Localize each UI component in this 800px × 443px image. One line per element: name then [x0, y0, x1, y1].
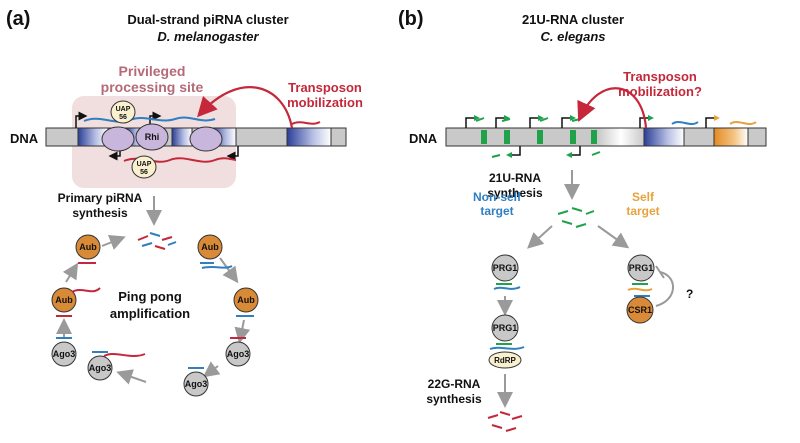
aub-top-right: Aub	[197, 234, 233, 269]
inhibition-curve	[655, 271, 674, 307]
dna-bar-b-outline	[445, 127, 767, 147]
pingpong-line1: Ping pong	[118, 289, 182, 304]
panel-a: (a) Dual-strand piRNA cluster D. melanog…	[6, 8, 363, 397]
panel-b: (b) 21U-RNA cluster C. elegans Transposo…	[398, 8, 767, 432]
dna-fade-b	[598, 128, 644, 146]
ago3-bottom-left: Ago3	[87, 351, 146, 381]
transposon-transcript-b	[671, 121, 699, 125]
rhi-label: Rhi	[145, 132, 160, 142]
question-mark: ?	[686, 287, 693, 301]
privileged-label-line1: Privileged	[119, 63, 186, 79]
transposon-mobilization-arrow-a	[197, 86, 294, 129]
22g-synthesis-line1: 22G-RNA	[428, 377, 481, 391]
21u-synthesis-line2: synthesis	[487, 186, 543, 200]
transposon-b-line1: Transposon	[623, 69, 697, 84]
prg1-self: PRG1	[627, 254, 655, 292]
inhibition-bar	[655, 265, 665, 279]
ago3-right: Ago3	[225, 337, 251, 367]
prg1-nonself: PRG1	[491, 254, 521, 290]
ago3-left: Ago3	[51, 337, 77, 367]
panel-b-label: (b)	[398, 8, 424, 30]
cycle-arrow-7	[62, 262, 79, 283]
rhi-complex-left	[101, 126, 135, 152]
uap56-bottom-label2: 56	[140, 169, 148, 176]
panel-a-title: Dual-strand piRNA cluster	[127, 12, 288, 27]
sense-transcript	[83, 116, 216, 123]
prg1-rdrp-complex: PRG1 RdRP	[488, 314, 525, 369]
21u-transcripts	[475, 117, 601, 158]
primary-synthesis-line2: synthesis	[72, 206, 128, 220]
ago3-label: Ago3	[53, 349, 76, 359]
cycle-arrow-1	[101, 235, 126, 250]
uap56-bottom	[131, 155, 157, 179]
aub-label: Aub	[237, 295, 255, 305]
transposon-insert-a	[286, 127, 332, 147]
dna-label-a: DNA	[10, 131, 39, 146]
ago3-label: Ago3	[227, 349, 250, 359]
self-branch-arrow	[597, 225, 630, 249]
cycle-arrow-2	[219, 257, 239, 284]
self-transcript-b	[729, 121, 757, 125]
21u-loci	[481, 130, 597, 144]
primary-synthesis-line1: Primary piRNA	[58, 191, 143, 205]
prg1-label: PRG1	[629, 263, 654, 273]
prg1-label: PRG1	[493, 263, 518, 273]
cycle-arrow-5	[116, 369, 147, 385]
promoter-arrows-b-bottom	[506, 146, 581, 158]
transposon-label-line1: Transposon	[288, 80, 362, 95]
promoter-arrow-a1	[75, 111, 88, 128]
pingpong-line2: amplification	[110, 306, 190, 321]
aub-left: Aub	[51, 287, 101, 317]
privileged-label-line2: processing site	[101, 79, 204, 95]
uap56-bottom-label1: UAP	[137, 161, 152, 168]
rhi-complex-right	[189, 126, 223, 152]
transposon-b-line2: mobilization?	[618, 84, 702, 99]
panel-a-label: (a)	[6, 8, 30, 30]
aub-top-left: Aub	[75, 234, 101, 264]
panel-a-subtitle: D. melanogaster	[157, 29, 259, 44]
uap56-top	[110, 100, 136, 124]
21u-synthesis-line1: 21U-RNA	[489, 171, 541, 185]
transposon-insert-b	[643, 127, 685, 147]
transposon-transcript-a	[291, 121, 321, 125]
22g-rna-pool	[487, 411, 523, 432]
aub-label: Aub	[201, 242, 219, 252]
panel-b-subtitle: C. elegans	[540, 29, 605, 44]
primary-pirna-pool	[137, 232, 177, 250]
ago3-label: Ago3	[185, 379, 208, 389]
rdrp-label: RdRP	[494, 356, 516, 365]
nonself-line1: Non-self	[473, 190, 522, 204]
aub-right: Aub	[233, 287, 259, 317]
ago3-bottom-right: Ago3	[183, 367, 209, 397]
nonself-branch-arrow	[527, 225, 553, 249]
aub-label: Aub	[55, 295, 73, 305]
21u-rna-pool	[557, 207, 595, 228]
self-gene-b	[713, 127, 749, 147]
uap56-top-label2: 56	[119, 114, 127, 121]
rhi-protein	[135, 123, 169, 151]
csr1-protein: CSR1	[626, 295, 654, 324]
cycle-arrow-3	[234, 319, 251, 344]
self-line2: target	[626, 204, 659, 218]
ago3-label: Ago3	[89, 363, 112, 373]
self-line1: Self	[632, 190, 655, 204]
nonself-line2: target	[480, 204, 513, 218]
22g-synthesis-line2: synthesis	[426, 392, 482, 406]
transposon-mobilization-arrow-b	[577, 87, 648, 129]
cycle-arrow-4	[202, 361, 221, 378]
prg1-label: PRG1	[493, 323, 518, 333]
dna-label-b: DNA	[409, 131, 438, 146]
promoter-arrow-a4	[226, 146, 239, 161]
aub-label: Aub	[79, 242, 97, 252]
transposon-label-line2: mobilization	[287, 95, 363, 110]
csr1-label: CSR1	[628, 305, 652, 315]
uap56-top-label1: UAP	[116, 106, 131, 113]
transposon-copy-3	[171, 127, 193, 147]
panel-b-title: 21U-RNA cluster	[522, 12, 624, 27]
